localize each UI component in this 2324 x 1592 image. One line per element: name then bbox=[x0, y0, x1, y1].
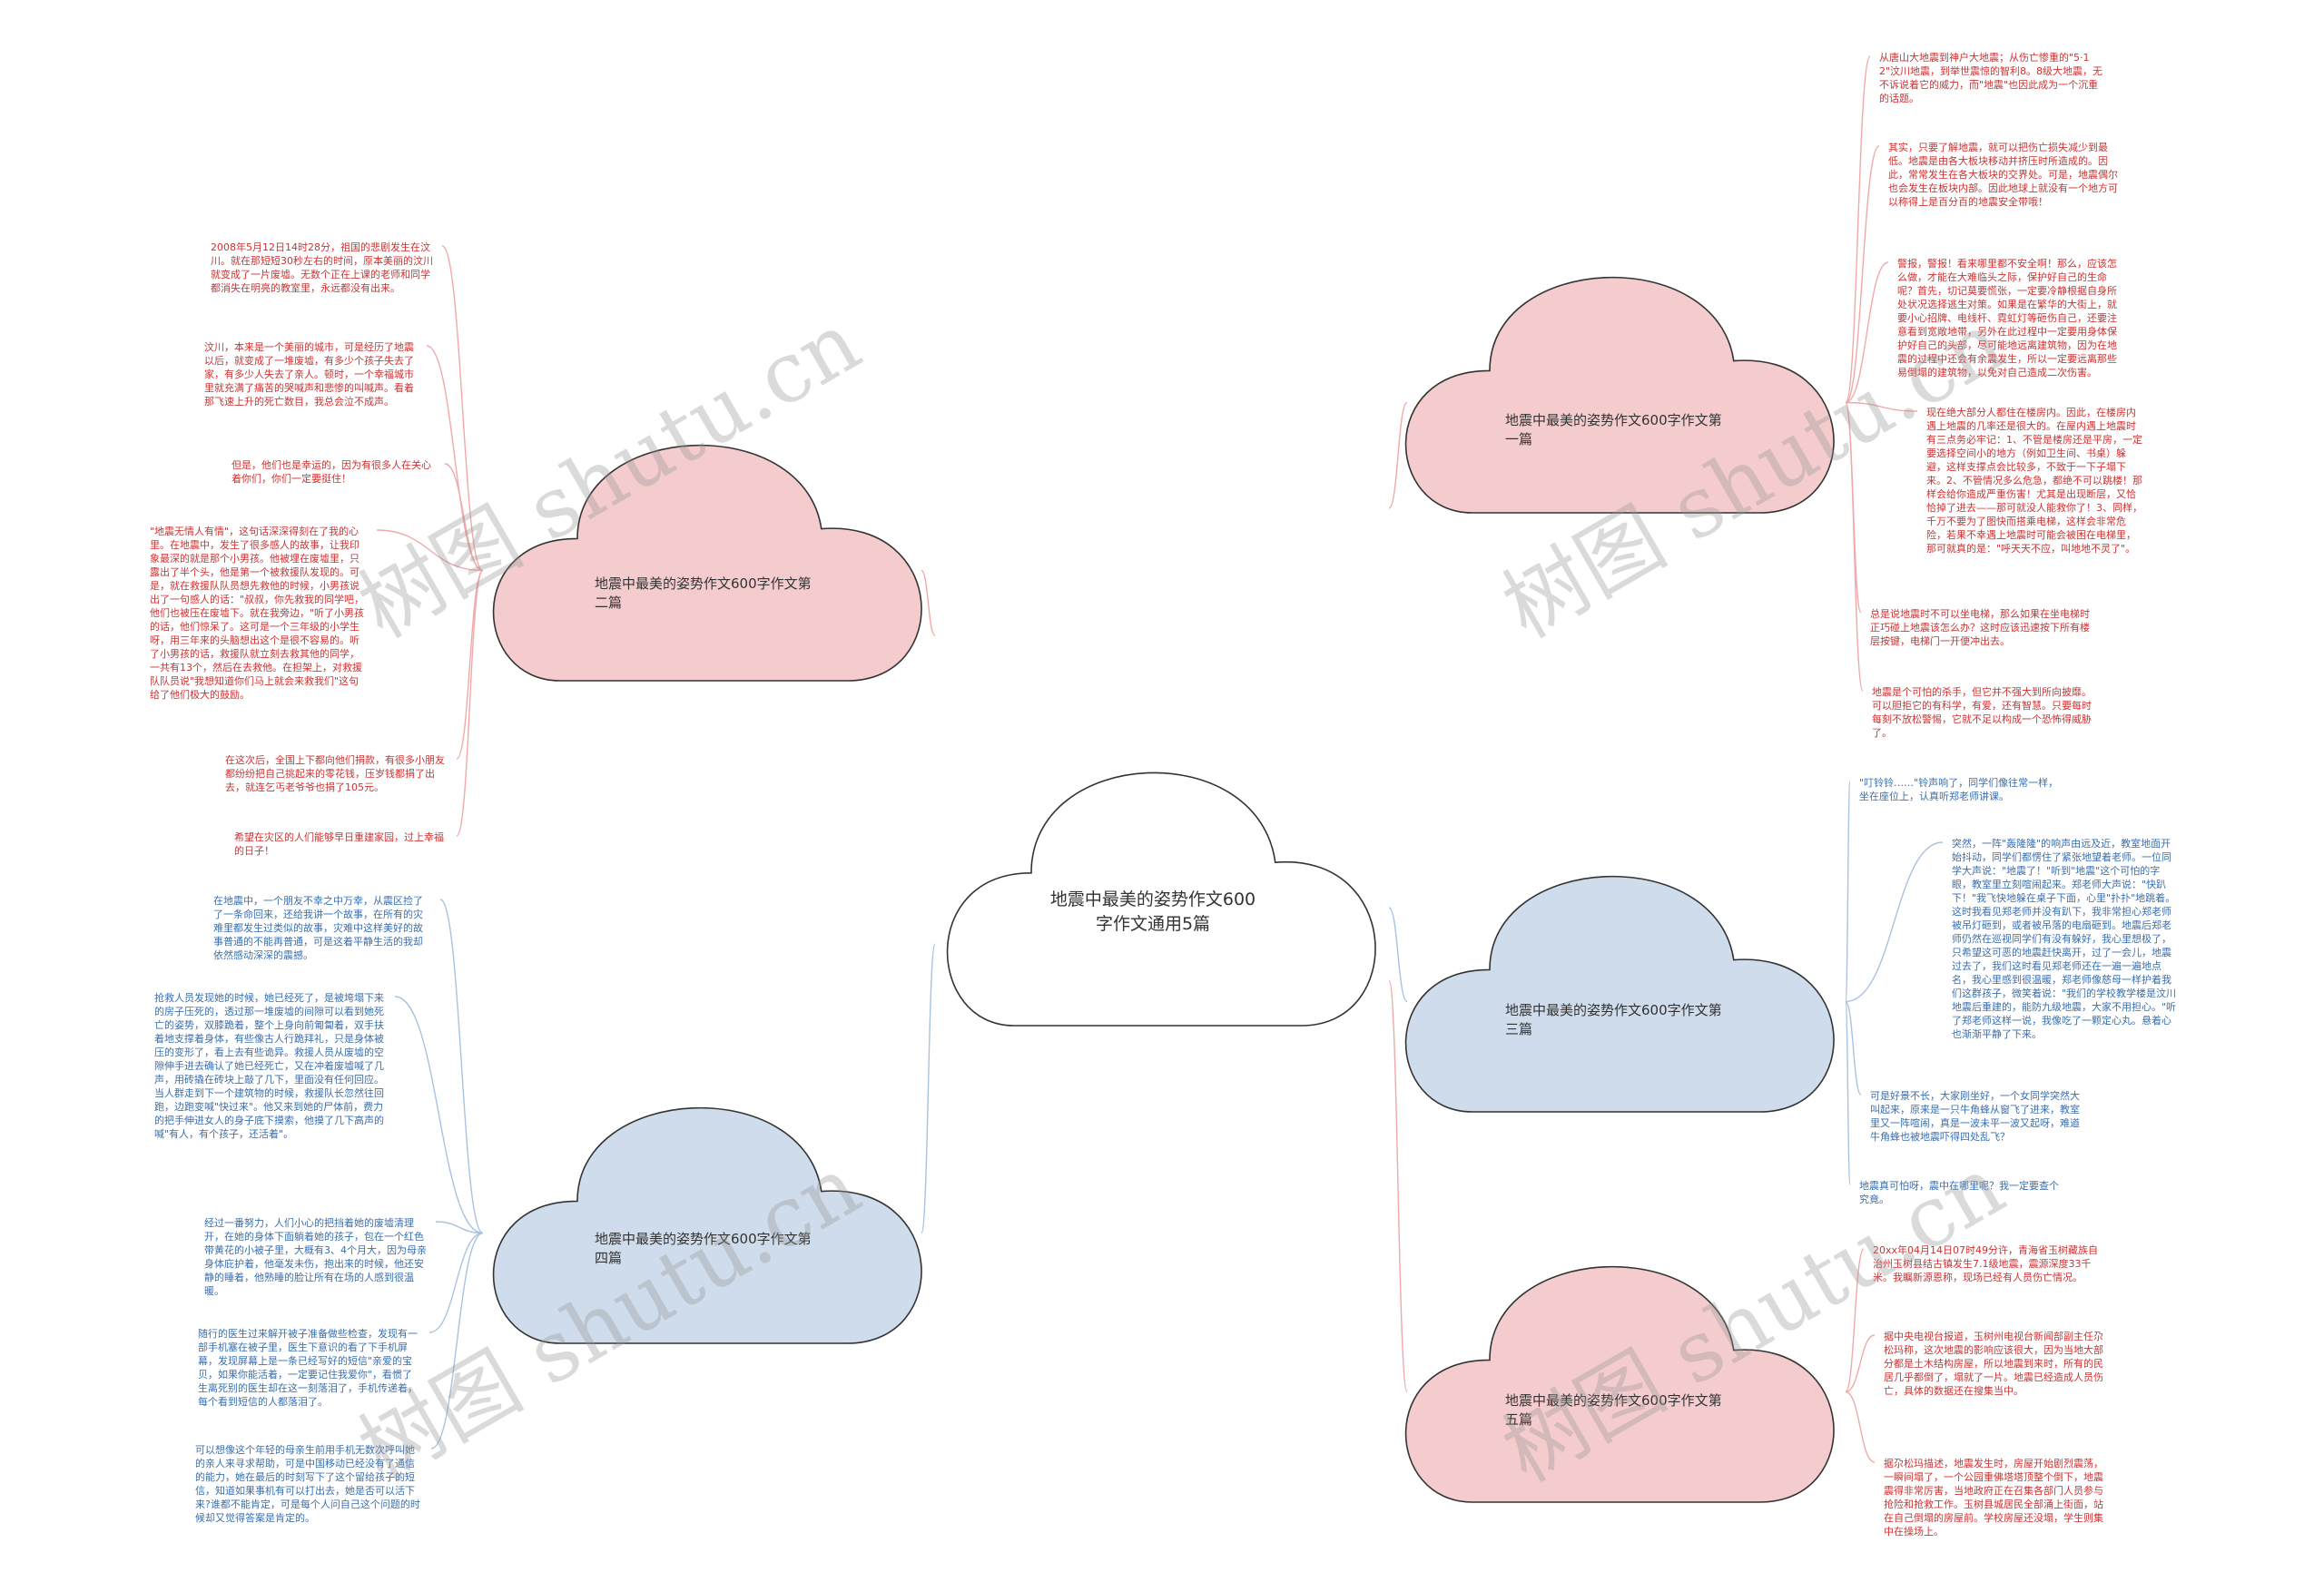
branch-3-note-2[interactable]: 突然，一阵"轰隆隆"的响声由远及近，教室地面开始抖动，同学们都愣住了紧张地望着老… bbox=[1952, 838, 2177, 1040]
connector-line bbox=[1845, 401, 1864, 692]
branch-5-note-1[interactable]: 20xx年04月14日07时49分许，青海省玉树藏族自治州玉树县结古镇发生7.1… bbox=[1873, 1244, 2099, 1283]
branch-1-note-5[interactable]: 总是说地震时不可以坐电梯，那么如果在坐电梯时正巧碰上地震该怎么办？这时应该迅速按… bbox=[1870, 608, 2090, 647]
connector-line bbox=[1845, 1248, 1865, 1393]
connector-line bbox=[1845, 1000, 1851, 1185]
branch-3-cloud[interactable] bbox=[1404, 875, 1835, 1113]
connector-line bbox=[1845, 841, 1944, 1003]
branch-4-note-2[interactable]: 抢救人员发现她的时候，她已经死了，是被垮塌下来的房子压死的，透过那一堆废墟的间隙… bbox=[154, 992, 384, 1140]
branch-5-note-3[interactable]: 据尕松玛描述，地震发生时，房屋开始剧烈震荡，一瞬间塌了，一个公园重佛塔塔顶整个倒… bbox=[1884, 1458, 2103, 1538]
branch-3-label[interactable]: 地震中最美的姿势作文600字作文第三篇 bbox=[1505, 1002, 1722, 1037]
connector-line bbox=[1845, 1000, 1862, 1096]
branch-5-label[interactable]: 地震中最美的姿势作文600字作文第五篇 bbox=[1505, 1392, 1722, 1428]
connector-line bbox=[435, 1221, 484, 1234]
connector-line bbox=[1845, 261, 1889, 404]
branch-2-note-3[interactable]: 但是，他们也是幸运的，因为有很多人在关心着你们，你们一定要挺住！ bbox=[231, 459, 431, 485]
branch-3-note-3[interactable]: 可是好景不长，大家刚坐好，一个女同学突然大叫起来，原来是一只牛角蜂从窗飞了进来，… bbox=[1870, 1090, 2080, 1143]
connector-line bbox=[1845, 145, 1880, 404]
connector-line bbox=[1845, 55, 1871, 404]
connector-line bbox=[1388, 907, 1408, 1003]
branch-1-label[interactable]: 地震中最美的姿势作文600字作文第一篇 bbox=[1505, 412, 1722, 447]
connector-line bbox=[1845, 401, 1918, 412]
connector-line bbox=[394, 996, 484, 1234]
branch-3-note-4[interactable]: 地震真可怕呀，震中在哪里呢？我一定要查个究竟。 bbox=[1859, 1180, 2059, 1205]
branch-4-note-1[interactable]: 在地震中，一个朋友不幸之中万幸，从震区捡了了一条命回来，还给我讲一个故事，在所有… bbox=[213, 895, 423, 961]
connector-line bbox=[921, 943, 936, 1234]
branch-2-note-2[interactable]: 汶川，本来是一个美丽的城市，可是经历了地震以后，就变成了一堆废墟，有多少个孩子失… bbox=[204, 341, 414, 408]
branch-1-note-6[interactable]: 地震是个可怕的杀手，但它并不强大到所向披靡。可以胆拒它的有科学，有爱，还有智慧。… bbox=[1872, 686, 2092, 739]
branch-1-note-1[interactable]: 从唐山大地震到神户大地震；从伤亡惨重的"5·12"汶川地震，到举世震惊的智利8。… bbox=[1879, 52, 2103, 104]
branch-2-note-6[interactable]: 希望在灾区的人们能够早日重建家园，过上幸福的日子！ bbox=[234, 831, 444, 857]
connector-line bbox=[1388, 401, 1408, 509]
branch-4-note-3[interactable]: 经过一番努力，人们小心的把挡着她的废墟清理开，在她的身体下面躺着她的孩子，包在一… bbox=[204, 1217, 427, 1297]
connector-line bbox=[376, 529, 484, 572]
connector-line bbox=[1845, 1391, 1876, 1463]
connector-line bbox=[1388, 979, 1408, 1393]
branch-5-note-2[interactable]: 据中央电视台报道，玉树州电视台新闻部副主任尕松玛称，这次地震的影响应该很大，因为… bbox=[1884, 1331, 2103, 1397]
connector-line bbox=[428, 1232, 484, 1333]
connector-line bbox=[1845, 781, 1851, 1003]
central-topic-cloud[interactable] bbox=[946, 771, 1376, 1027]
branch-5-cloud[interactable] bbox=[1404, 1265, 1835, 1503]
branch-2-label[interactable]: 地震中最美的姿势作文600字作文第二篇 bbox=[595, 575, 812, 611]
central-topic-label[interactable]: 地震中最美的姿势作文600字作文通用5篇 bbox=[1049, 889, 1256, 934]
branch-2-note-4[interactable]: "地震无情人有情"，这句话深深得刻在了我的心里。在地震中，发生了很多感人的故事，… bbox=[150, 526, 365, 701]
connector-lines bbox=[376, 55, 1944, 1463]
branch-2-note-5[interactable]: 在这次后，全国上下都向他们捐款，有很多小朋友都纷纷把自己挑起来的零花钱，压岁钱都… bbox=[225, 754, 445, 793]
branch-3-note-1[interactable]: "叮铃铃……"铃声响了，同学们像往常一样，坐在座位上，认真听郑老师讲课。 bbox=[1859, 777, 2059, 802]
branch-4-note-4[interactable]: 随行的医生过来解开被子准备做些检查，发现有一部手机塞在被子里，医生下意识的看了下… bbox=[198, 1328, 418, 1408]
connector-line bbox=[1845, 1334, 1876, 1393]
branch-1-cloud[interactable] bbox=[1404, 276, 1835, 514]
branch-4-label[interactable]: 地震中最美的姿势作文600字作文第四篇 bbox=[595, 1231, 812, 1266]
connector-line bbox=[441, 245, 484, 572]
connector-line bbox=[456, 569, 484, 760]
branch-1-note-2[interactable]: 其实，只要了解地震，就可以把伤亡损失减少到最低。地震是由各大板块移动并挤压时所造… bbox=[1888, 142, 2118, 208]
connector-line bbox=[456, 569, 484, 837]
connector-line bbox=[430, 1232, 484, 1450]
branch-4-note-5[interactable]: 可以想像这个年轻的母亲生前用手机无数次呼叫她的亲人来寻求帮助，可是中国移动已经没… bbox=[195, 1444, 420, 1524]
connector-line bbox=[921, 569, 936, 636]
connector-line bbox=[439, 899, 484, 1234]
branch-1-note-4[interactable]: 现在绝大部分人都住在楼房内。因此，在楼房内遇上地震的几率还是很大的。在屋内遇上地… bbox=[1926, 407, 2142, 555]
cloud-shapes bbox=[492, 276, 1835, 1503]
connector-line bbox=[444, 463, 484, 572]
branch-1-note-3[interactable]: 警报，警报！看来哪里都不安全啊！那么，应该怎么做，才能在大难临头之际，保护好自己… bbox=[1897, 258, 2117, 378]
branch-2-cloud[interactable] bbox=[492, 444, 922, 682]
branch-2-note-1[interactable]: 2008年5月12日14时28分，祖国的悲剧发生在汶川。就在那短短30秒左右的时… bbox=[211, 241, 433, 294]
branch-4-cloud[interactable] bbox=[492, 1106, 922, 1344]
